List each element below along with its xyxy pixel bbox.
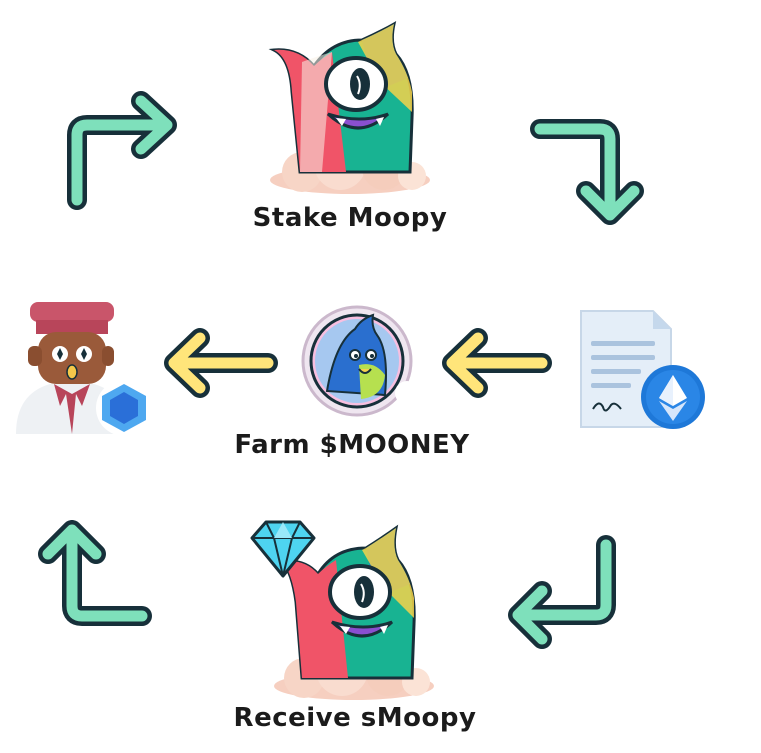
flow-arrow-contract-to-farm-icon xyxy=(442,328,552,398)
cycle-arrow-bottom-right-icon xyxy=(508,535,616,649)
step-label-stake: Stake Moopy xyxy=(252,203,448,233)
moopy-monster-diamond-icon xyxy=(250,520,434,700)
moopy-monster-icon xyxy=(268,21,430,194)
ethereum-contract-document-icon xyxy=(580,310,705,429)
flow-arrow-farm-to-chef-icon xyxy=(164,328,278,398)
mooney-coin-icon xyxy=(301,305,419,417)
step-label-farm: Farm $MOONEY xyxy=(234,430,470,460)
step-label-receive: Receive sMoopy xyxy=(233,703,477,733)
cycle-arrow-top-right-icon xyxy=(530,119,644,225)
cycle-arrow-top-left-icon xyxy=(67,91,177,210)
chef-chainlink-icon xyxy=(16,302,152,436)
cycle-arrow-bottom-left-icon xyxy=(38,520,152,626)
